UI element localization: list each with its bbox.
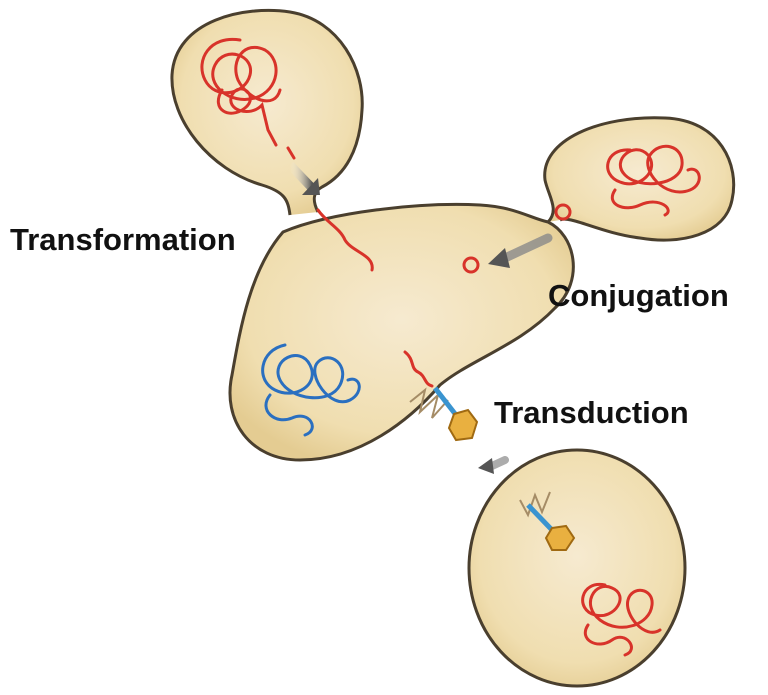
transformed-dna [316,208,374,272]
recipient-cell [228,202,575,462]
conjugation-arrow [488,233,553,268]
donor-dna-coil [606,144,701,217]
donor-dna-coil [200,37,282,147]
recipient-chromosome [261,343,361,437]
conjugation-donor-cell [543,116,736,242]
conjugation-label: Conjugation [548,278,729,313]
transformation-label: Transformation [10,222,236,257]
donor-dna-coil [581,583,662,657]
transformation-donor-cell [170,8,364,216]
transduction-donor-cell [467,448,687,688]
plasmid [554,203,572,221]
phage-on-recipient [409,386,479,442]
dna-fragment [286,146,296,160]
phage-in-donor [519,491,576,551]
transformation-arrow [286,161,320,195]
transduced-dna [403,350,434,388]
transduction-arrow [478,456,509,474]
transduction-label: Transduction [494,395,689,430]
transferred-plasmid [462,256,480,274]
